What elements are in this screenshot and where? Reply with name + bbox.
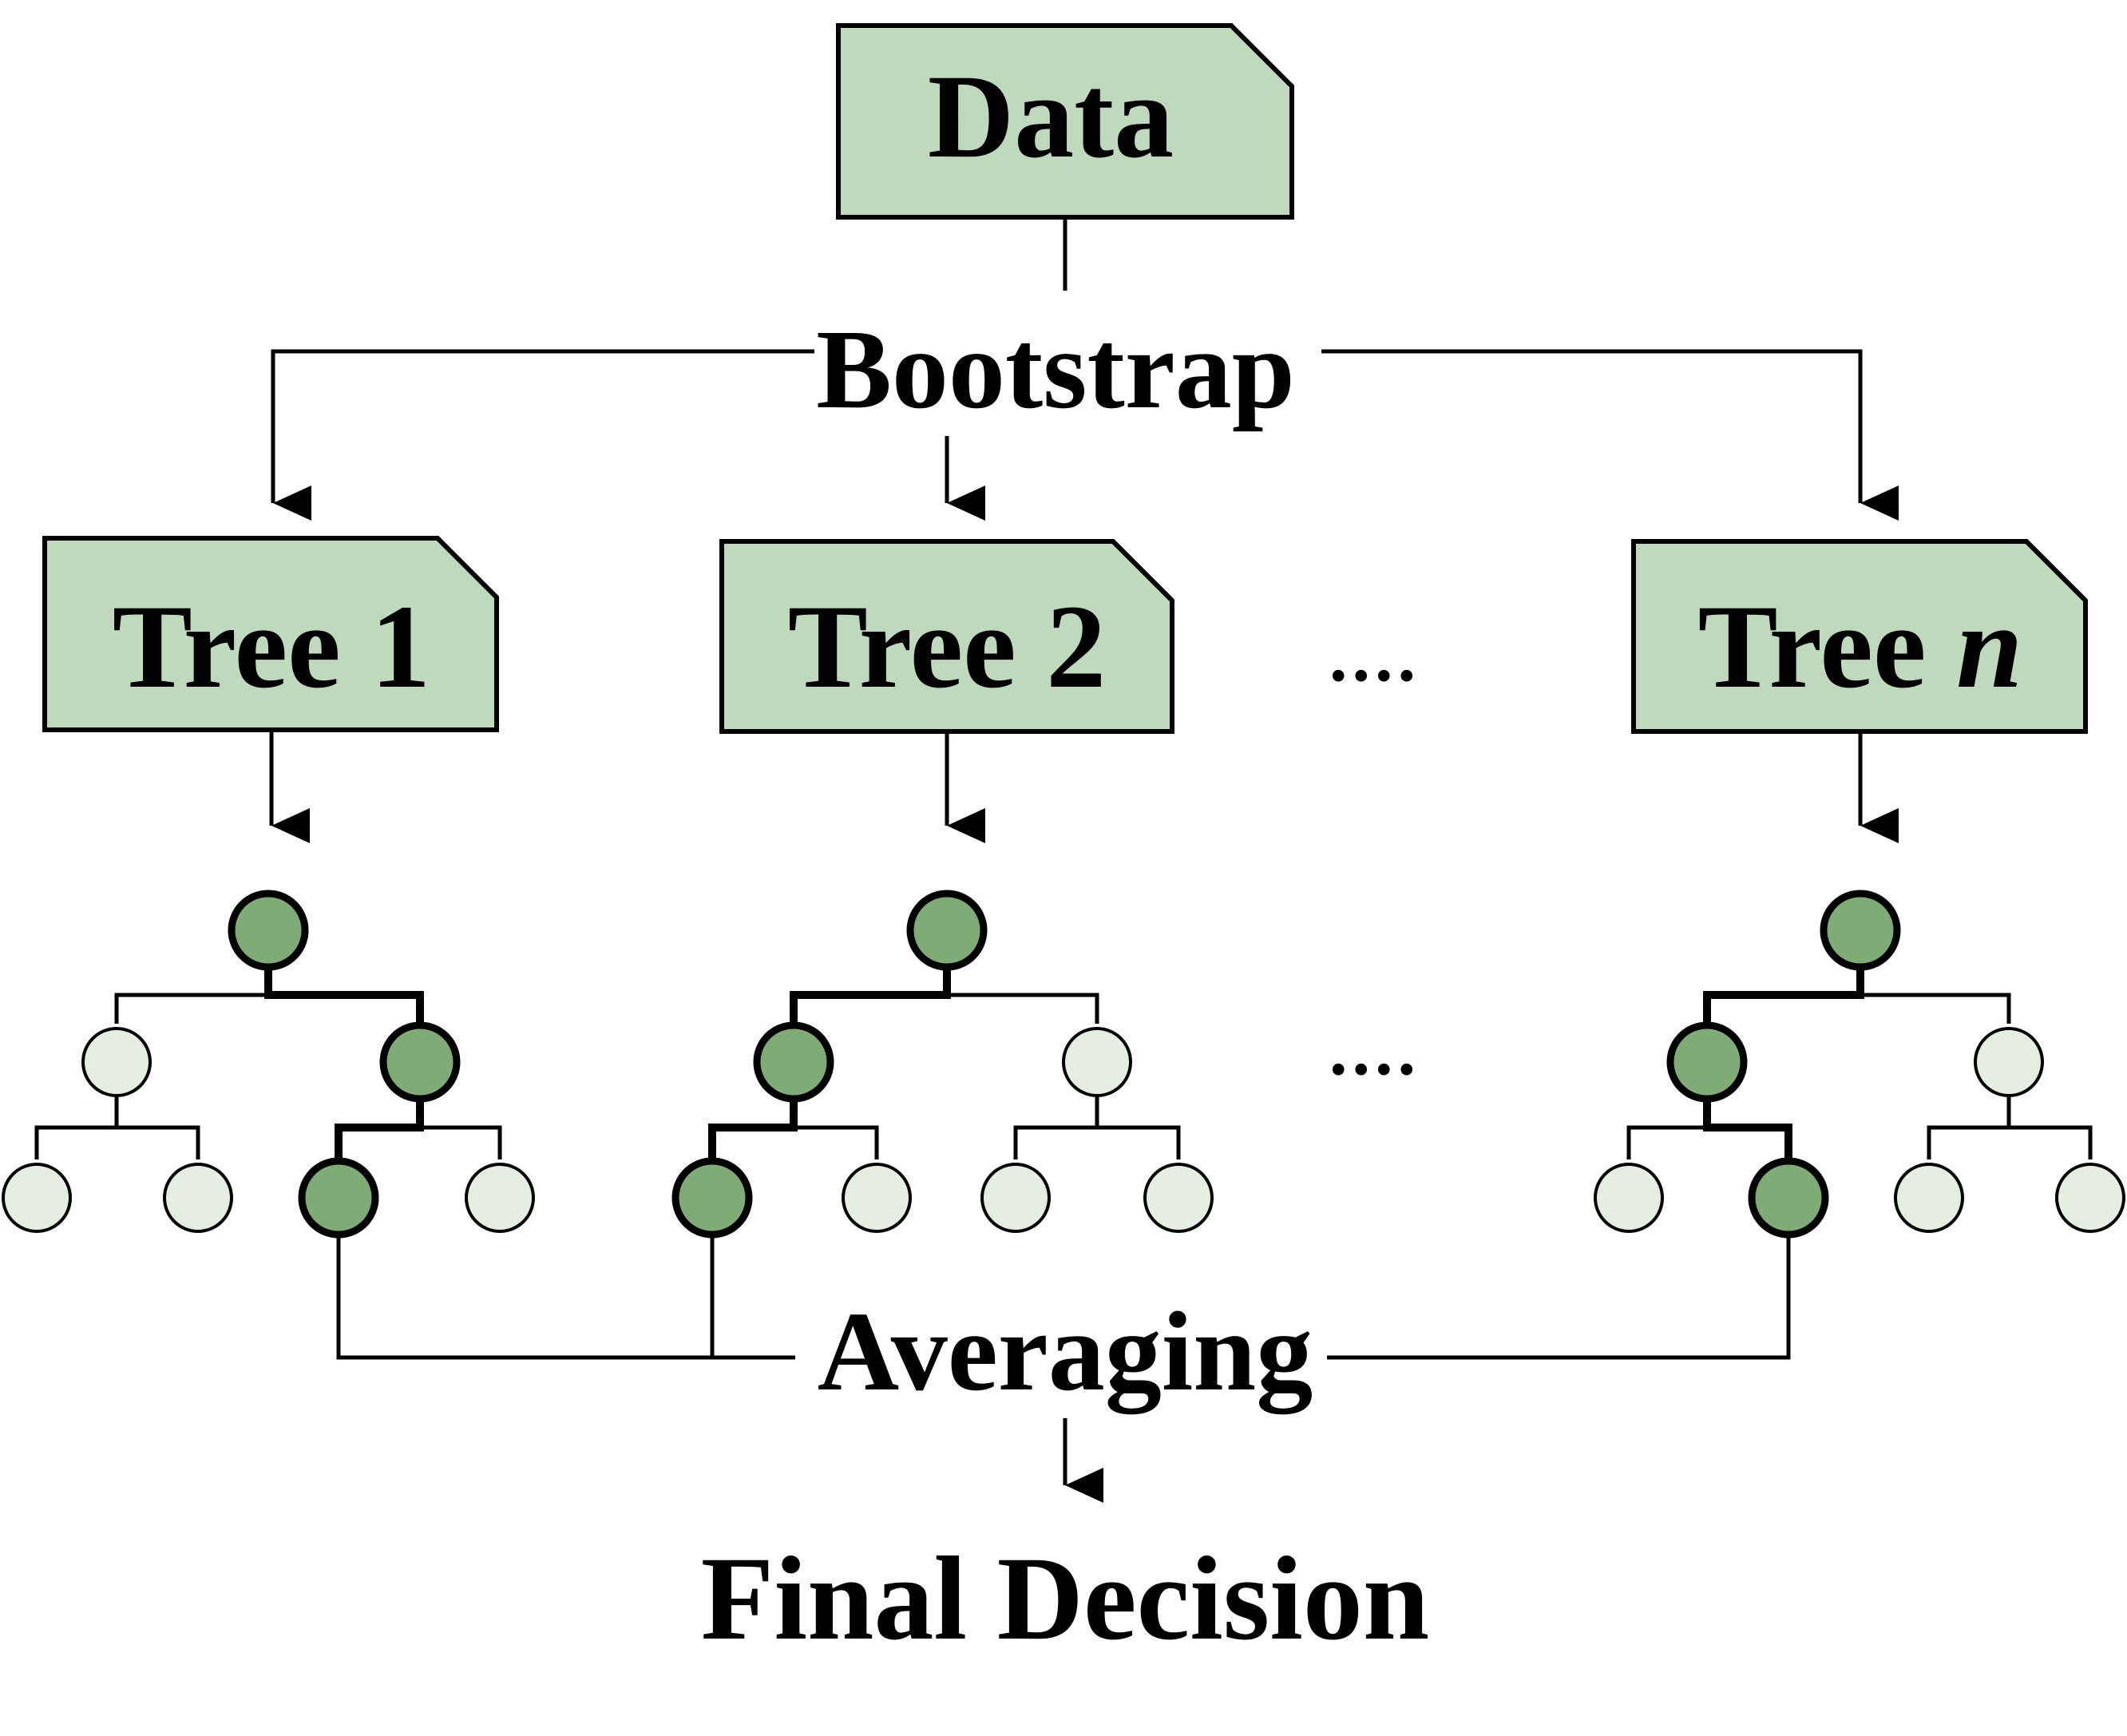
tree-1-internal-node <box>81 1027 152 1097</box>
tree-n-leaf-node <box>2055 1163 2125 1233</box>
ellipsis-middle: .... <box>1329 1011 1420 1090</box>
bootstrap-branches <box>271 349 1899 521</box>
tree-n-internal-node-selected <box>1666 1021 1748 1103</box>
tree-n-leaf-node <box>1894 1163 1964 1233</box>
tree-label-n: Tree n <box>1698 581 2023 713</box>
ellipsis-top: .... <box>1329 617 1420 696</box>
decision-tree-2 <box>671 890 1214 1239</box>
bootstrap-label: Bootstrap <box>816 306 1295 432</box>
tree-2-internal-node-selected <box>753 1021 834 1103</box>
data-label: Data <box>928 50 1174 183</box>
tree-1-internal-node-selected <box>379 1021 461 1103</box>
tree-2-root-node <box>906 890 988 971</box>
decision-tree-n <box>1594 890 2125 1239</box>
tree-label-1: Tree 1 <box>113 581 430 713</box>
tree-2-leaf-node <box>980 1163 1051 1233</box>
tree-2-internal-node <box>1062 1027 1132 1097</box>
tree-2-leaf-node-selected <box>671 1157 753 1239</box>
tree-1-leaf-node <box>163 1163 233 1233</box>
tree-1-root-node <box>228 890 309 971</box>
tree-1-leaf-node <box>2 1163 72 1233</box>
tree-box-2: Tree 2 <box>719 539 1174 734</box>
tree-n-leaf-node-selected <box>1748 1157 1829 1239</box>
tree-box-n: Tree n <box>1631 539 2088 734</box>
tree-2-leaf-node <box>842 1163 912 1233</box>
tree-n-internal-node <box>1974 1027 2044 1097</box>
data-box: Data <box>836 23 1294 220</box>
tree-1-leaf-node-selected <box>298 1157 379 1239</box>
tree-box-1: Tree 1 <box>42 536 499 732</box>
decision-tree-1 <box>2 890 535 1239</box>
tree-1-leaf-node <box>465 1163 535 1233</box>
tree-arrows <box>269 730 1899 843</box>
averaging-connectors <box>336 1235 1791 1360</box>
averaging-label: Averaging <box>818 1288 1313 1414</box>
tree-n-root-node <box>1820 890 1901 971</box>
final-decision-label: Final Decision <box>701 1532 1430 1665</box>
tree-2-leaf-node <box>1143 1163 1214 1233</box>
tree-n-leaf-node <box>1594 1163 1664 1233</box>
tree-label-2: Tree 2 <box>788 581 1106 713</box>
